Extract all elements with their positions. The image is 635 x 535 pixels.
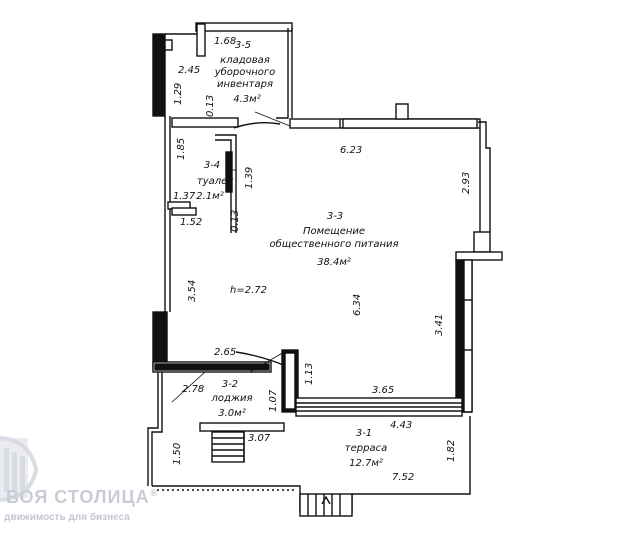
walls [147, 22, 503, 517]
room-storage: 3-5 кладовая уборочного инвентаря 4.3м² [214, 40, 276, 105]
dimension-labels: 1.68 2.45 6.23 1.37 1.52 2.65 2.78 3.65 … [172, 36, 472, 483]
dim-1-68: 1.68 [214, 36, 236, 47]
dim-3-54: 3.54 [187, 280, 198, 302]
room-dining-name-1: Помещение [303, 226, 365, 237]
watermark-line-1: ВОЯ СТОЛИЦА [6, 487, 150, 507]
dim-1-07: 1.07 [268, 389, 279, 412]
room-storage-name-2: уборочного [214, 66, 276, 78]
dim-2-65: 2.65 [214, 347, 236, 358]
dim-0-13-b: 0.13 [230, 210, 241, 232]
dim-2-78: 2.78 [182, 384, 204, 395]
room-loggia: 3-2 лоджия 3.0м² [211, 379, 253, 419]
dimension-lines [171, 111, 291, 403]
room-storage-code: 3-5 [235, 40, 251, 51]
room-terrace-code: 3-1 [356, 428, 372, 439]
room-toilet-code: 3-4 [204, 160, 220, 171]
room-loggia-name: лоджия [211, 393, 253, 404]
room-terrace-area: 12.7м² [349, 458, 383, 469]
dim-6-34: 6.34 [352, 294, 363, 316]
room-storage-name-3: инвентаря [217, 79, 273, 90]
dim-2-45: 2.45 [178, 65, 200, 76]
dim-3-07: 3.07 [248, 433, 271, 444]
dim-7-52: 7.52 [392, 472, 414, 483]
dim-6-23: 6.23 [340, 145, 362, 156]
ceiling-height: h=2.72 [230, 285, 267, 296]
dim-3-65: 3.65 [372, 385, 394, 396]
room-loggia-area: 3.0м² [218, 408, 245, 419]
dim-1-85: 1.85 [176, 138, 187, 160]
watermark-logo [0, 436, 39, 502]
room-dining-code: 3-3 [327, 211, 343, 222]
dim-4-43: 4.43 [390, 420, 412, 431]
room-terrace-name: терраса [345, 443, 387, 454]
dim-1-39: 1.39 [244, 167, 255, 189]
room-loggia-code: 3-2 [222, 379, 238, 390]
watermark-mark: ® [150, 488, 158, 499]
room-dining-name-2: общественного питания [269, 238, 398, 250]
dim-1-52: 1.52 [180, 217, 202, 228]
room-toilet-area: 2.1м² [196, 191, 223, 202]
room-storage-name-1: кладовая [220, 55, 270, 66]
dim-1-50: 1.50 [172, 443, 183, 465]
room-terrace: 3-1 терраса 12.7м² [345, 428, 387, 469]
watermark-line-2: движимость для бизнеса [4, 511, 130, 523]
dim-1-82: 1.82 [446, 440, 457, 462]
room-toilet: 3-4 туалет 2.1м² [196, 160, 234, 202]
dim-0-13-a: 0.13 [205, 95, 216, 117]
dim-1-29: 1.29 [173, 83, 184, 105]
room-dining-area: 38.4м² [317, 257, 351, 268]
dim-2-93: 2.93 [461, 172, 472, 194]
dim-1-13: 1.13 [304, 363, 315, 385]
dim-3-41: 3.41 [434, 314, 445, 336]
room-dining: 3-3 Помещение общественного питания 38.4… [269, 211, 398, 268]
room-toilet-name: туалет [197, 176, 234, 187]
room-storage-area: 4.3м² [233, 94, 260, 105]
dim-1-37: 1.37 [173, 191, 196, 202]
